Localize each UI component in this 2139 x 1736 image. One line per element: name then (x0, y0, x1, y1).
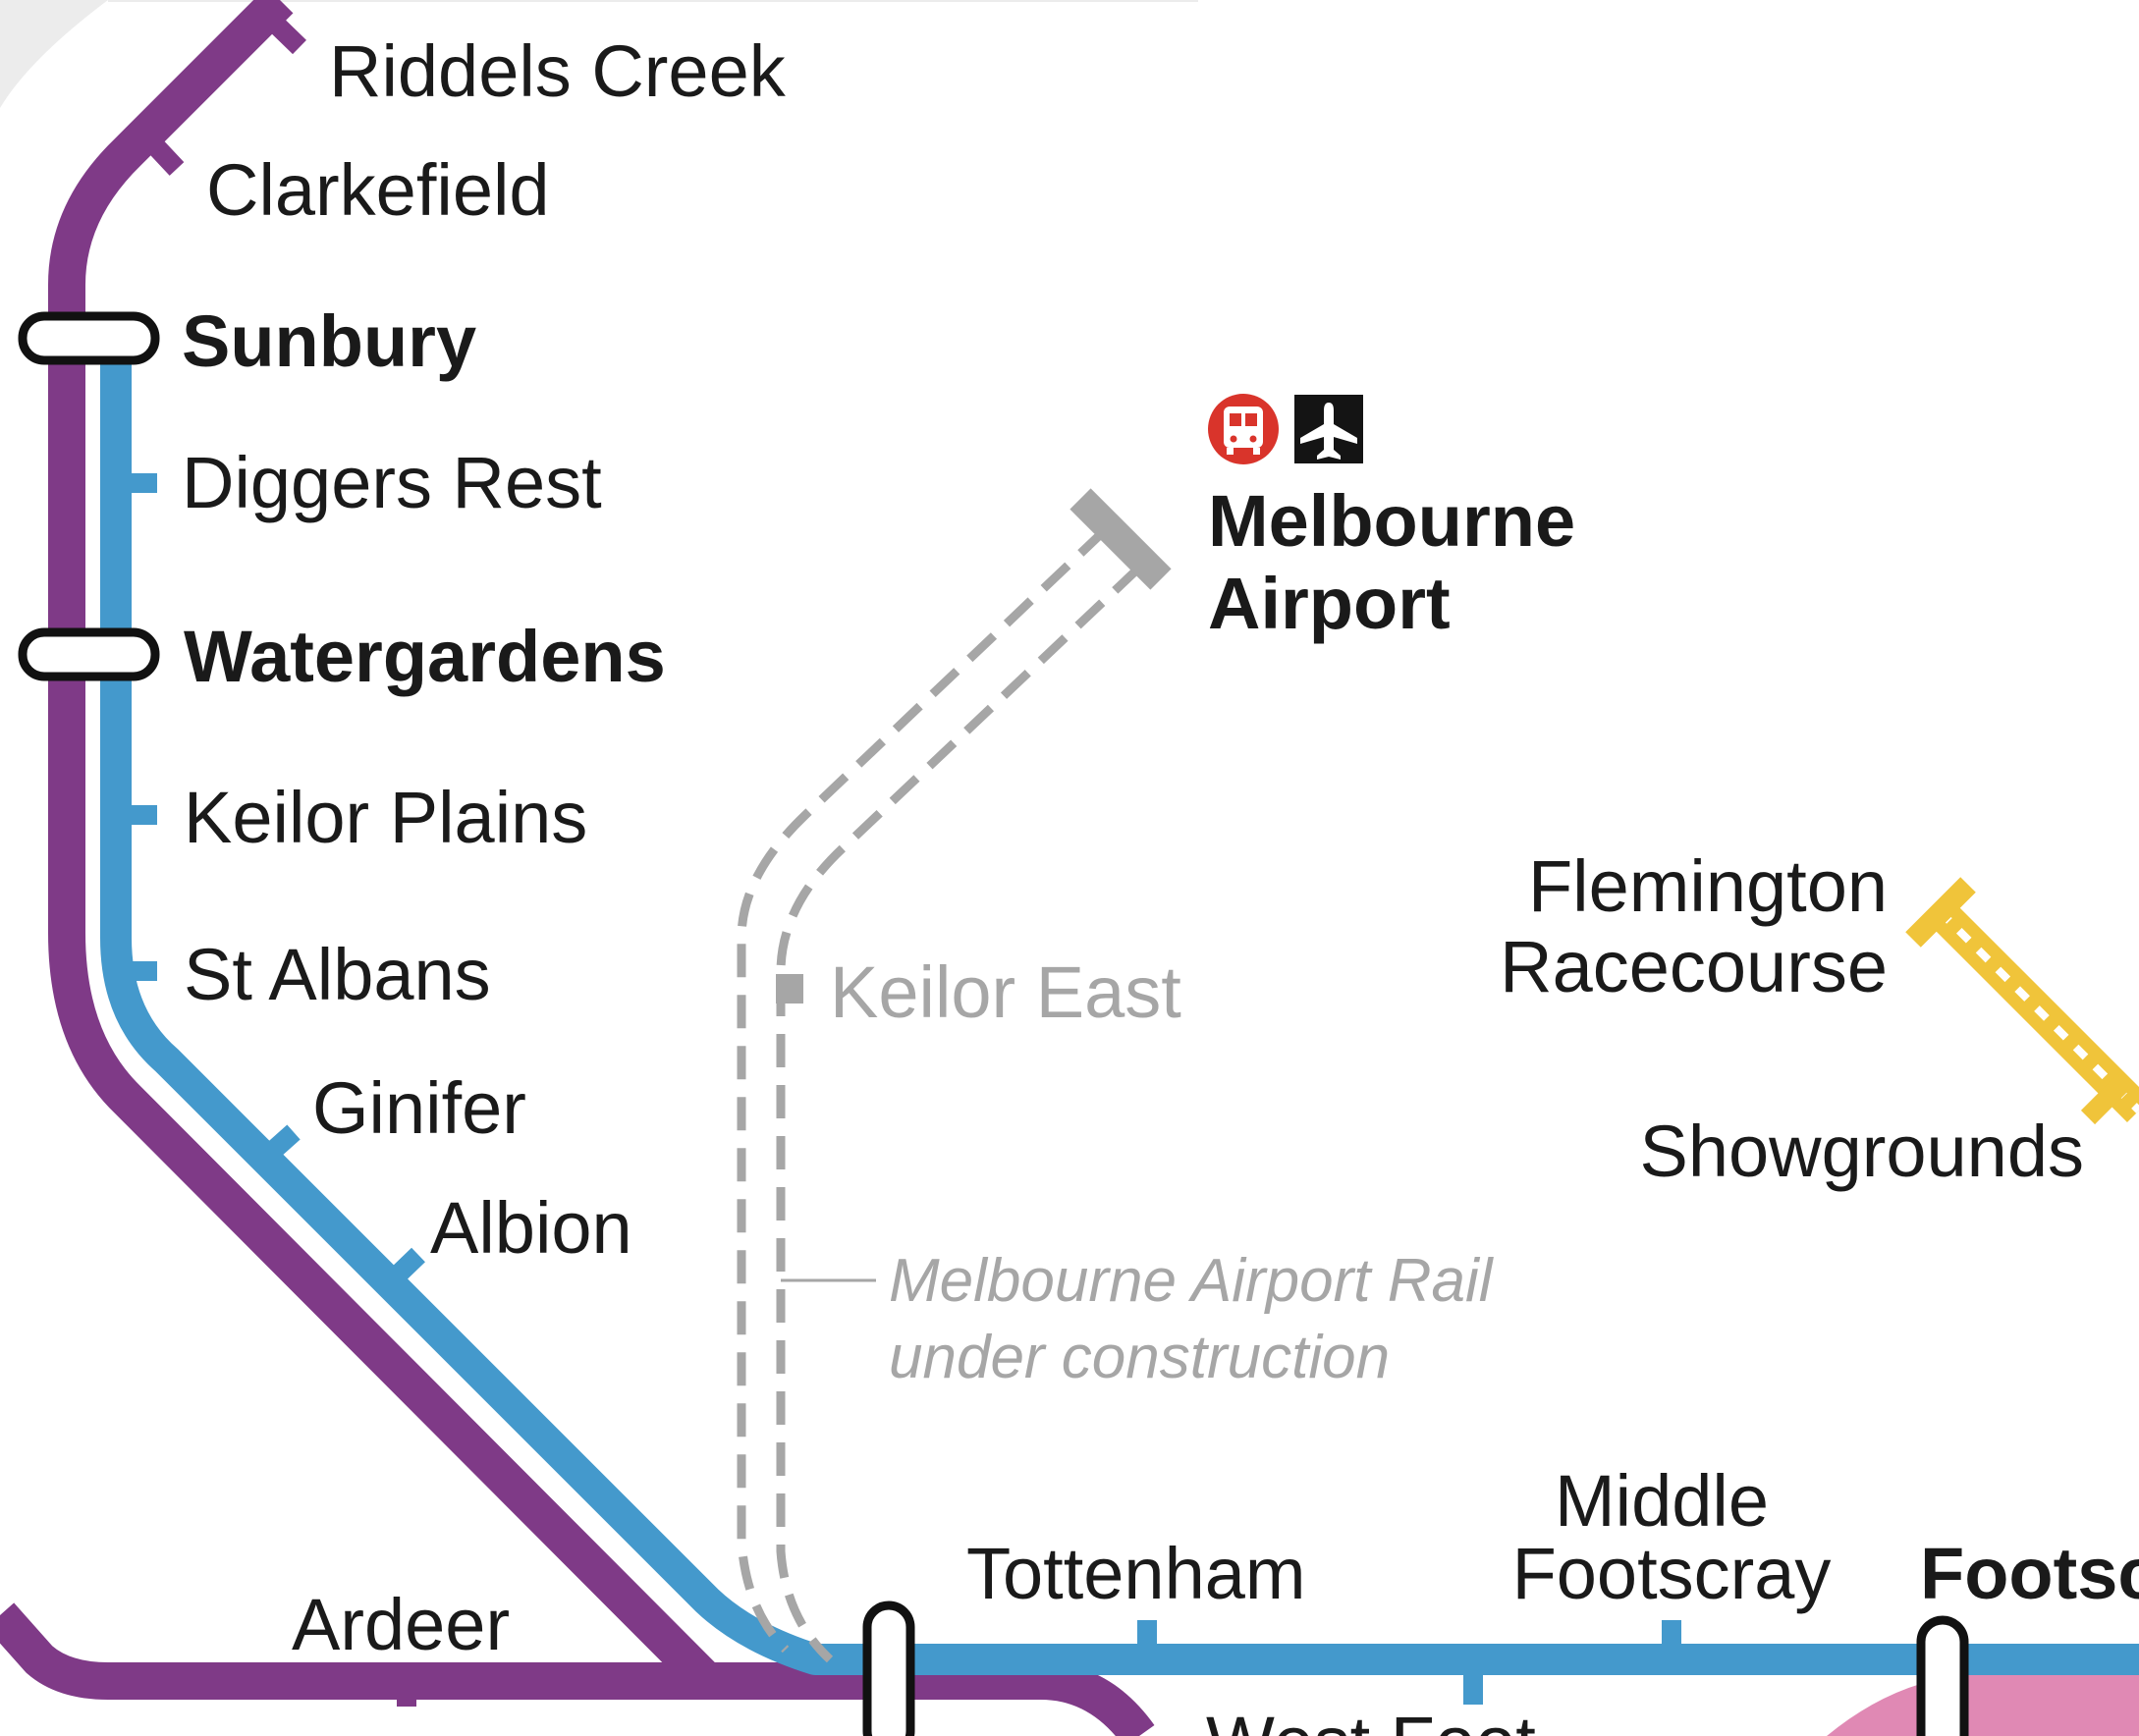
station-footscray[interactable]: Footsc (1920, 1533, 2139, 1614)
sunbury-ticks (132, 473, 1681, 1705)
station-keilor-plains[interactable]: Keilor Plains (184, 777, 587, 858)
regional-line-west (0, 1602, 707, 1700)
keilor-east-tick (776, 974, 803, 1004)
regional-line (48, 0, 1155, 1736)
station-tottenham[interactable]: Tottenham (966, 1533, 1306, 1614)
station-keilor-east[interactable]: Keilor East (830, 951, 1181, 1033)
station-middle-footscray-line2[interactable]: Footscray (1512, 1533, 1832, 1614)
airport-rail-note-line2: under construction (889, 1324, 1390, 1391)
airport-rail-track-a (737, 526, 1109, 1654)
airport-terminus (1070, 488, 1172, 590)
flemington-line-dashes (1937, 908, 2139, 1113)
station-flemington-line1[interactable]: Flemington (1528, 845, 1888, 927)
station-albion[interactable]: Albion (430, 1187, 632, 1269)
plane-icon (1294, 395, 1363, 463)
station-watergardens[interactable]: Watergardens (184, 616, 666, 697)
pink-zone (1827, 1674, 2139, 1736)
watergardens-interchange[interactable] (18, 627, 160, 681)
station-flemington-line2[interactable]: Racecourse (1500, 926, 1888, 1007)
station-west-footscray[interactable]: West Foot (1206, 1702, 1536, 1736)
station-riddells-creek[interactable]: Riddels Creek (329, 30, 787, 112)
flemington-terminus (1905, 877, 1976, 948)
bus-icon (1208, 394, 1279, 464)
footscray-interchange[interactable] (1916, 1615, 1969, 1736)
station-diggers-rest[interactable]: Diggers Rest (182, 442, 602, 523)
flemington-tick (2080, 1070, 2135, 1125)
station-clarkefield[interactable]: Clarkefield (206, 149, 550, 231)
station-sunbury[interactable]: Sunbury (182, 300, 476, 382)
station-melbourne-airport-line2[interactable]: Airport (1208, 563, 1451, 644)
airport-rail-note-line1: Melbourne Airport Rail (889, 1247, 1495, 1315)
regional-ticks (139, 6, 416, 1707)
sunshine-interchange[interactable] (862, 1600, 915, 1736)
station-melbourne-airport-line1[interactable]: Melbourne (1208, 480, 1575, 562)
sunbury-line (100, 339, 2139, 1675)
station-ginifer[interactable]: Ginifer (312, 1067, 526, 1149)
station-st-albans[interactable]: St Albans (184, 934, 491, 1015)
sunbury-interchange[interactable] (18, 311, 160, 365)
station-middle-footscray-line1[interactable]: Middle (1555, 1460, 1769, 1542)
station-showgrounds[interactable]: Showgrounds (1639, 1111, 2084, 1192)
station-ardeer[interactable]: Ardeer (292, 1584, 510, 1665)
corner-shade (0, 0, 108, 108)
